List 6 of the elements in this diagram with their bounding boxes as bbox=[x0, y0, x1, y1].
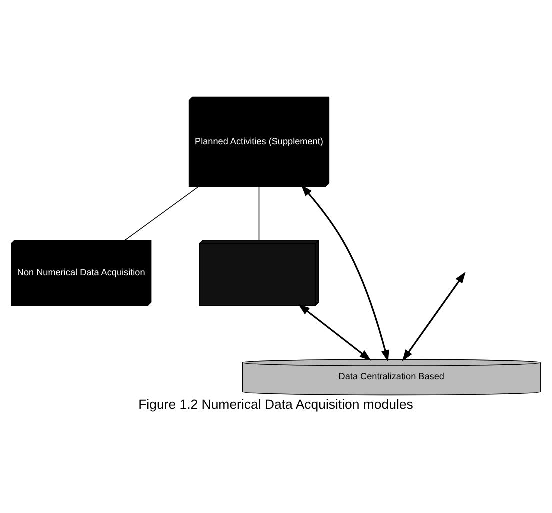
arrow bbox=[301, 184, 390, 362]
connector bbox=[258, 186, 260, 240]
arrow bbox=[402, 272, 466, 361]
connector bbox=[124, 186, 200, 240]
caption: Figure 1.2 Numerical Data Acquisition modules bbox=[138, 396, 414, 412]
arrow bbox=[298, 304, 372, 360]
